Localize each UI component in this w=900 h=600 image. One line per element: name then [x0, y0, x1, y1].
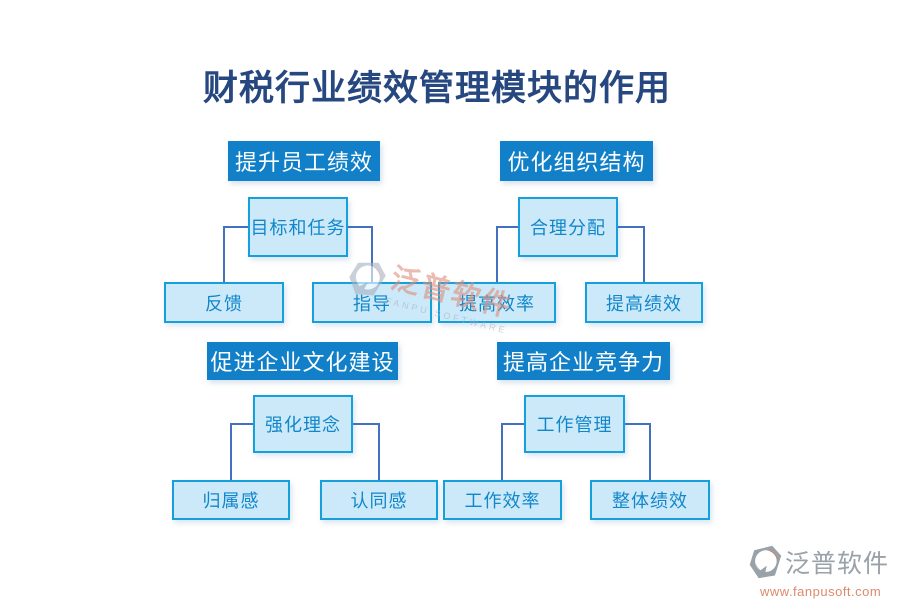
connector-line — [618, 226, 645, 228]
tree2-header: 优化组织结构 — [500, 141, 653, 181]
connector-line — [625, 423, 651, 425]
footer-logo: 泛普软件 www.fanpusoft.com — [747, 544, 897, 599]
connector-line — [230, 423, 232, 480]
connector-line — [496, 226, 498, 282]
tree4-leaf-1: 工作效率 — [443, 480, 562, 520]
tree3-mid-node: 强化理念 — [253, 395, 353, 453]
fanpu-logo-icon — [747, 544, 783, 585]
tree1-header: 提升员工绩效 — [228, 141, 380, 181]
connector-line — [501, 423, 524, 425]
connector-line — [223, 226, 225, 282]
tree4-header: 提高企业竞争力 — [497, 342, 670, 380]
tree2-leaf-2: 提高绩效 — [585, 282, 703, 323]
tree3-leaf-2: 认同感 — [320, 480, 438, 520]
connector-line — [230, 423, 253, 425]
connector-line — [501, 423, 503, 480]
tree3-header: 促进企业文化建设 — [207, 342, 398, 380]
connector-line — [643, 226, 645, 282]
connector-line — [223, 226, 248, 228]
tree4-mid-node: 工作管理 — [524, 395, 625, 453]
connector-line — [371, 226, 373, 282]
connector-line — [496, 226, 518, 228]
tree1-leaf-2: 指导 — [312, 282, 432, 323]
connector-line — [348, 226, 372, 228]
connector-line — [378, 423, 380, 480]
tree3-leaf-1: 归属感 — [172, 480, 290, 520]
tree1-mid-node: 目标和任务 — [248, 197, 348, 257]
tree4-leaf-2: 整体绩效 — [590, 480, 710, 520]
connector-line — [353, 423, 379, 425]
connector-line — [649, 423, 651, 480]
tree1-leaf-1: 反馈 — [164, 282, 284, 323]
tree2-mid-node: 合理分配 — [518, 197, 618, 257]
footer-logo-url: www.fanpusoft.com — [760, 584, 882, 599]
page-title: 财税行业绩效管理模块的作用 — [202, 69, 671, 108]
tree2-leaf-1: 提高效率 — [438, 282, 556, 323]
footer-logo-brand: 泛普软件 — [785, 550, 890, 578]
